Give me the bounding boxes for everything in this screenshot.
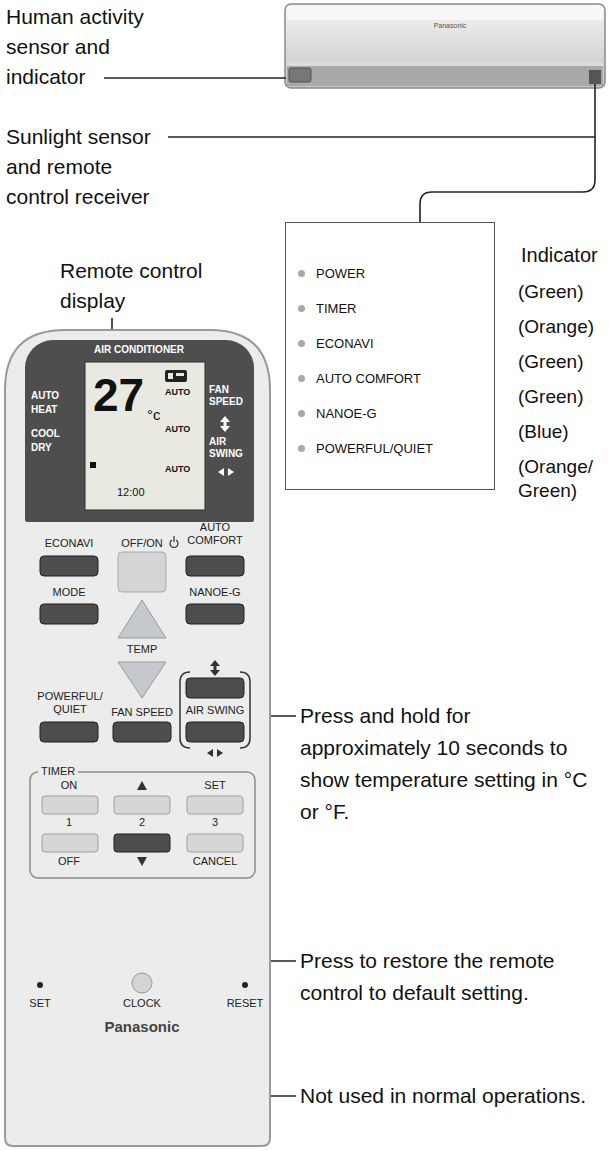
callout-text: Human activity sensor and indicator (6, 2, 166, 92)
air-conditioner-unit (285, 4, 605, 88)
indicator-name: POWERFUL/QUIET (316, 431, 433, 466)
indicator-name: NANOE-G (316, 396, 377, 431)
indicator-color: (Green) (518, 350, 602, 374)
button-label: POWERFUL/ QUIET (30, 690, 110, 716)
indicator-lamp (298, 270, 305, 277)
callout-text: Press to restore the remote control to d… (300, 945, 600, 1009)
button-label: 2 (112, 816, 172, 829)
callout-text: Sunlight sensor and remote control recei… (6, 122, 178, 212)
indicator-lamp (298, 375, 305, 382)
remote-control (5, 330, 270, 1146)
display-text: FAN SPEED (209, 384, 251, 408)
button-label: ECONAVI (39, 537, 99, 550)
indicator-lamp (298, 410, 305, 417)
button-label: SET (15, 997, 65, 1010)
sunlight-sensor (589, 70, 601, 84)
indicator-lamp (298, 305, 305, 312)
indicator-name: TIMER (316, 291, 356, 326)
callout-text: Press and hold for approximately 10 seco… (300, 700, 600, 828)
display-text: AUTO (165, 464, 190, 475)
brand-logo: Panasonic (72, 1018, 212, 1036)
indicator-color: (Blue) (518, 420, 602, 444)
button-label: AIR SWING (181, 704, 249, 717)
indicator-color: (Green) (518, 385, 602, 409)
human-sensor (289, 68, 311, 82)
brand-logo: Panasonic (410, 22, 490, 30)
indicator-lamp (298, 340, 305, 347)
callout-text: Not used in normal operations. (300, 1080, 600, 1112)
display-text: °c (147, 406, 161, 424)
button-label: AUTO COMFORT (180, 521, 250, 547)
button-label: FAN SPEED (105, 706, 179, 719)
button-label: MODE (39, 586, 99, 599)
display-text: AIR CONDITIONER (74, 344, 204, 356)
button-label: SET (185, 779, 245, 792)
panel-heading: Indicator (521, 243, 598, 267)
display-text: AUTO (165, 387, 190, 398)
indicator-color: (Green) (518, 280, 602, 304)
indicator-color: (Orange) (518, 315, 602, 339)
display-text: AUTO (31, 390, 59, 402)
display-text: HEAT (31, 404, 57, 416)
button-label: TEMP (112, 643, 172, 656)
display-text: 12:00 (117, 486, 145, 499)
button-label: 3 (185, 816, 245, 829)
button-label: OFF (39, 855, 99, 868)
indicator-color: (Orange/ Green) (518, 455, 602, 503)
display-text: AIR SWING (209, 436, 251, 460)
indicator-name: AUTO COMFORT (316, 361, 421, 396)
display-text: DRY (31, 442, 52, 454)
indicator-panel: IndicatorPOWERTIMERECONAVIAUTO COMFORTNA… (285, 222, 495, 490)
button-label: OFF/ON (112, 537, 172, 550)
indicator-lamp (298, 445, 305, 452)
button-label: CANCEL (185, 855, 245, 868)
indicator-name: POWER (316, 256, 365, 291)
panel-title: TIMER (38, 765, 78, 778)
indicator-name: ECONAVI (316, 326, 374, 361)
display-text: AUTO (165, 424, 190, 435)
button-label: ON (39, 779, 99, 792)
remote-display: AIR CONDITIONERAUTOHEATCOOLDRY27°cAUTOFA… (25, 340, 254, 522)
callout-text: Remote control display (60, 256, 220, 316)
temperature-readout: 27 (93, 368, 144, 423)
button-label: 1 (39, 816, 99, 829)
button-label: CLOCK (112, 997, 172, 1010)
button-label: NANOE-G (183, 586, 247, 599)
button-label: RESET (218, 997, 272, 1010)
display-text: COOL (31, 428, 60, 440)
